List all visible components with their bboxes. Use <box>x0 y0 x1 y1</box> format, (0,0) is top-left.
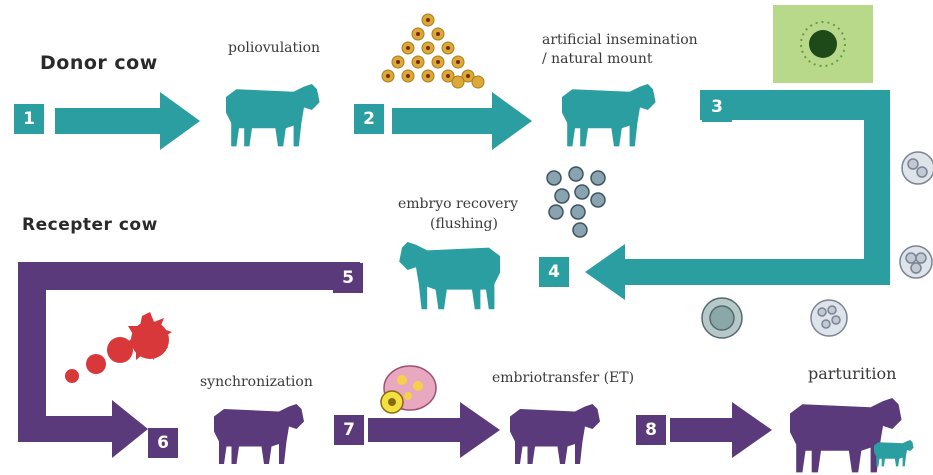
step-6-badge: 6 <box>148 428 178 458</box>
recipient-cow-heading: Recepter cow <box>22 215 158 235</box>
cow-recipient-1 <box>214 404 304 464</box>
arrow-2 <box>392 92 532 150</box>
oocyte-pyramid <box>382 14 484 88</box>
cow-recipient-3 <box>790 398 902 472</box>
step-3-badge: 3 <box>702 92 732 122</box>
embryo-cluster <box>547 167 605 237</box>
recovery-label-line2: (flushing) <box>430 216 498 232</box>
arrow-8 <box>670 402 772 458</box>
step-5-badge: 5 <box>333 263 363 293</box>
synchronization-label: synchronization <box>200 374 313 390</box>
embryo-stages <box>702 152 933 338</box>
microscope-image <box>773 5 873 83</box>
arrow-5-6 <box>18 262 360 458</box>
step-7-badge: 7 <box>334 415 364 445</box>
recovery-label-line1: embryo recovery <box>398 196 518 212</box>
insemination-label-line1: artificial insemination <box>542 32 698 48</box>
poliovulation-label: poliovulation <box>228 40 320 56</box>
step-2-badge: 2 <box>354 104 384 134</box>
calf <box>874 440 914 466</box>
transfer-label: embriotransfer (ET) <box>492 370 634 386</box>
donor-cow-heading: Donor cow <box>40 52 158 74</box>
cow-donor-3 <box>399 242 500 309</box>
insemination-label-line2: / natural mount <box>542 51 653 67</box>
parturition-label: parturition <box>808 364 896 383</box>
cow-donor-2 <box>562 84 656 146</box>
arrow-1 <box>55 92 200 150</box>
cow-donor-1 <box>226 84 320 146</box>
step-1-badge: 1 <box>14 104 44 134</box>
step-4-badge: 4 <box>539 257 569 287</box>
ovary-icon <box>381 366 436 413</box>
cow-recipient-2 <box>510 404 600 464</box>
hormone-icons <box>65 312 172 383</box>
step-8-badge: 8 <box>636 415 666 445</box>
